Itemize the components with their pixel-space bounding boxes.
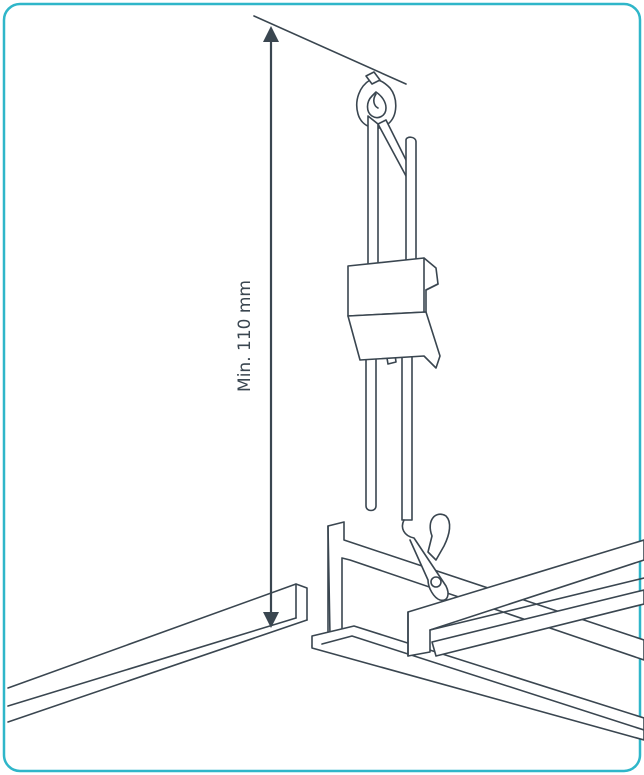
ceiling-line — [253, 15, 407, 85]
spring-clip — [347, 257, 441, 369]
wall-angle — [7, 583, 308, 723]
dimension-line — [263, 26, 279, 628]
wire-hook — [401, 513, 451, 602]
ceiling-anchor — [355, 71, 397, 129]
cross-tee — [407, 539, 644, 657]
